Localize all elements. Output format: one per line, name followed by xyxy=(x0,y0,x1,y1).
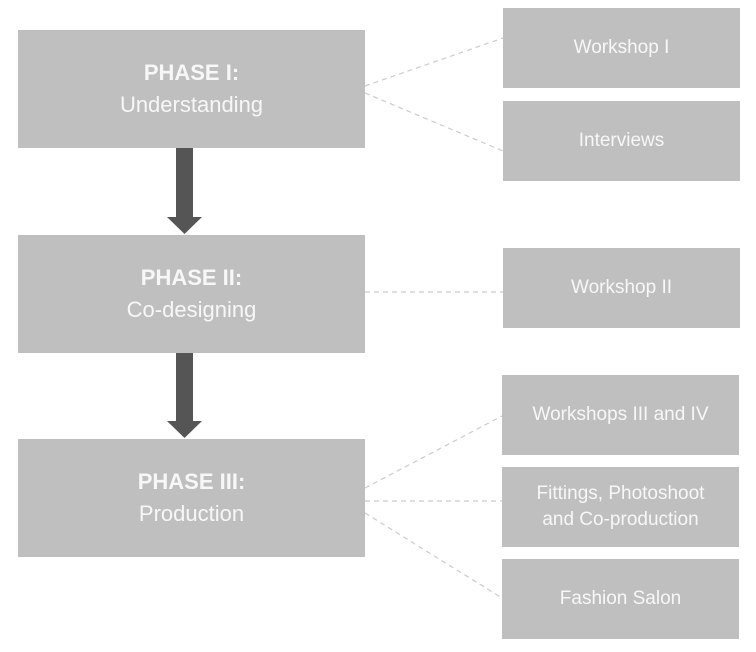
connector-phase3-workshops34 xyxy=(364,415,503,489)
activity-label: Workshops III and IV xyxy=(532,404,709,425)
arrow-phase2-to-phase3 xyxy=(167,352,202,438)
phase-1-box: PHASE I: Understanding xyxy=(18,30,365,148)
phase-2-box: PHASE II: Co-designing xyxy=(18,235,365,353)
phase-2-title: PHASE II: xyxy=(140,265,243,290)
connector-phase1-interviews xyxy=(364,92,504,152)
activity-workshop-1: Workshop I xyxy=(503,8,740,88)
phase-2-subtitle: Co-designing xyxy=(126,297,257,322)
phase-1-title: PHASE I: xyxy=(143,60,240,85)
activity-fashion-salon: Fashion Salon xyxy=(502,559,739,639)
activity-workshops-3-4: Workshops III and IV xyxy=(502,375,739,455)
arrow-phase1-to-phase2 xyxy=(167,148,202,234)
activity-workshop-2: Workshop II xyxy=(503,248,740,328)
phase-3-title: PHASE III: xyxy=(137,469,246,494)
phase-1-subtitle: Understanding xyxy=(119,92,264,117)
activity-label: Workshop II xyxy=(570,277,673,298)
activity-label: Workshop I xyxy=(573,37,670,58)
activity-fittings-photoshoot: Fittings, Photoshoot and Co-production xyxy=(502,467,739,547)
activity-label: Fashion Salon xyxy=(559,588,682,609)
activity-interviews: Interviews xyxy=(503,101,740,181)
connector-phase3-salon xyxy=(364,512,503,599)
activity-label: Fittings, Photoshoot and Co-production xyxy=(536,483,705,530)
phase-3-box: PHASE III: Production xyxy=(18,439,365,557)
phase-3-subtitle: Production xyxy=(138,501,245,526)
connector-phase1-workshop1 xyxy=(364,37,504,87)
activity-label: Interviews xyxy=(578,130,665,151)
